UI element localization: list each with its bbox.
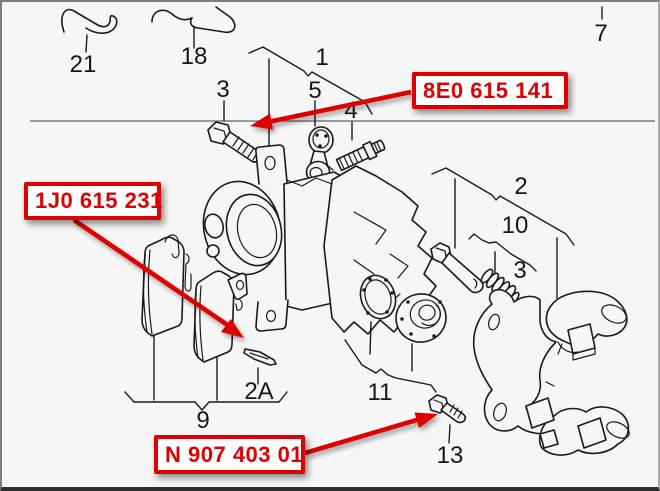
piston-boot-drawing xyxy=(395,293,447,343)
callout-box-8e0-615-141: 8E0 615 141 xyxy=(412,72,568,109)
part-2a-pin-drawing xyxy=(243,348,277,385)
callout-box-n907-403-01: N 907 403 01 xyxy=(154,435,305,474)
part-label-5: 5 xyxy=(308,77,321,104)
callout-text-1j0: 1J0 615 231 xyxy=(35,188,163,213)
part-label-7: 7 xyxy=(594,20,607,47)
callout-arrow-1j0 xyxy=(72,218,244,338)
part-label-3-right: 3 xyxy=(513,257,526,284)
guide-pin-bolt-drawing xyxy=(430,242,484,294)
bracket-11 xyxy=(344,321,437,393)
part-label-21: 21 xyxy=(70,51,97,78)
callout-text-8e0: 8E0 615 141 xyxy=(423,77,554,103)
carrier-bracket-drawing xyxy=(472,288,630,456)
callout-box-1j0-615-231: 1J0 615 231 xyxy=(24,182,163,220)
part-label-10: 10 xyxy=(502,212,529,239)
part-label-11: 11 xyxy=(368,379,393,406)
part-4-stud-drawing xyxy=(335,121,386,172)
part-label-1: 1 xyxy=(315,44,328,71)
part-label-2a: 2A xyxy=(244,378,273,405)
part-label-13: 13 xyxy=(437,442,464,469)
bracket-9 xyxy=(124,334,288,411)
part-13-bolt-drawing xyxy=(428,394,467,444)
seal-ring-drawing xyxy=(359,274,397,320)
callout-text-n907: N 907 403 01 xyxy=(165,441,304,467)
part-label-9: 9 xyxy=(196,407,209,434)
bracket-2 xyxy=(431,167,575,299)
part-3-bolt-drawing xyxy=(207,100,262,163)
diagram-svg: 21 18 1 3 5 4 7 2 10 3 11 2A 9 13 xyxy=(30,6,655,469)
caliper-drawing xyxy=(202,144,437,335)
part-label-4: 4 xyxy=(344,97,357,124)
part-label-18: 18 xyxy=(181,43,208,70)
part-21-wire-clip-drawing xyxy=(61,8,118,53)
part-18-spring-drawing xyxy=(151,6,236,49)
part-label-3-left: 3 xyxy=(216,76,229,103)
part-label-2: 2 xyxy=(514,173,527,200)
callout-arrow-n907 xyxy=(304,412,438,456)
callout-arrow-8e0 xyxy=(250,89,412,130)
